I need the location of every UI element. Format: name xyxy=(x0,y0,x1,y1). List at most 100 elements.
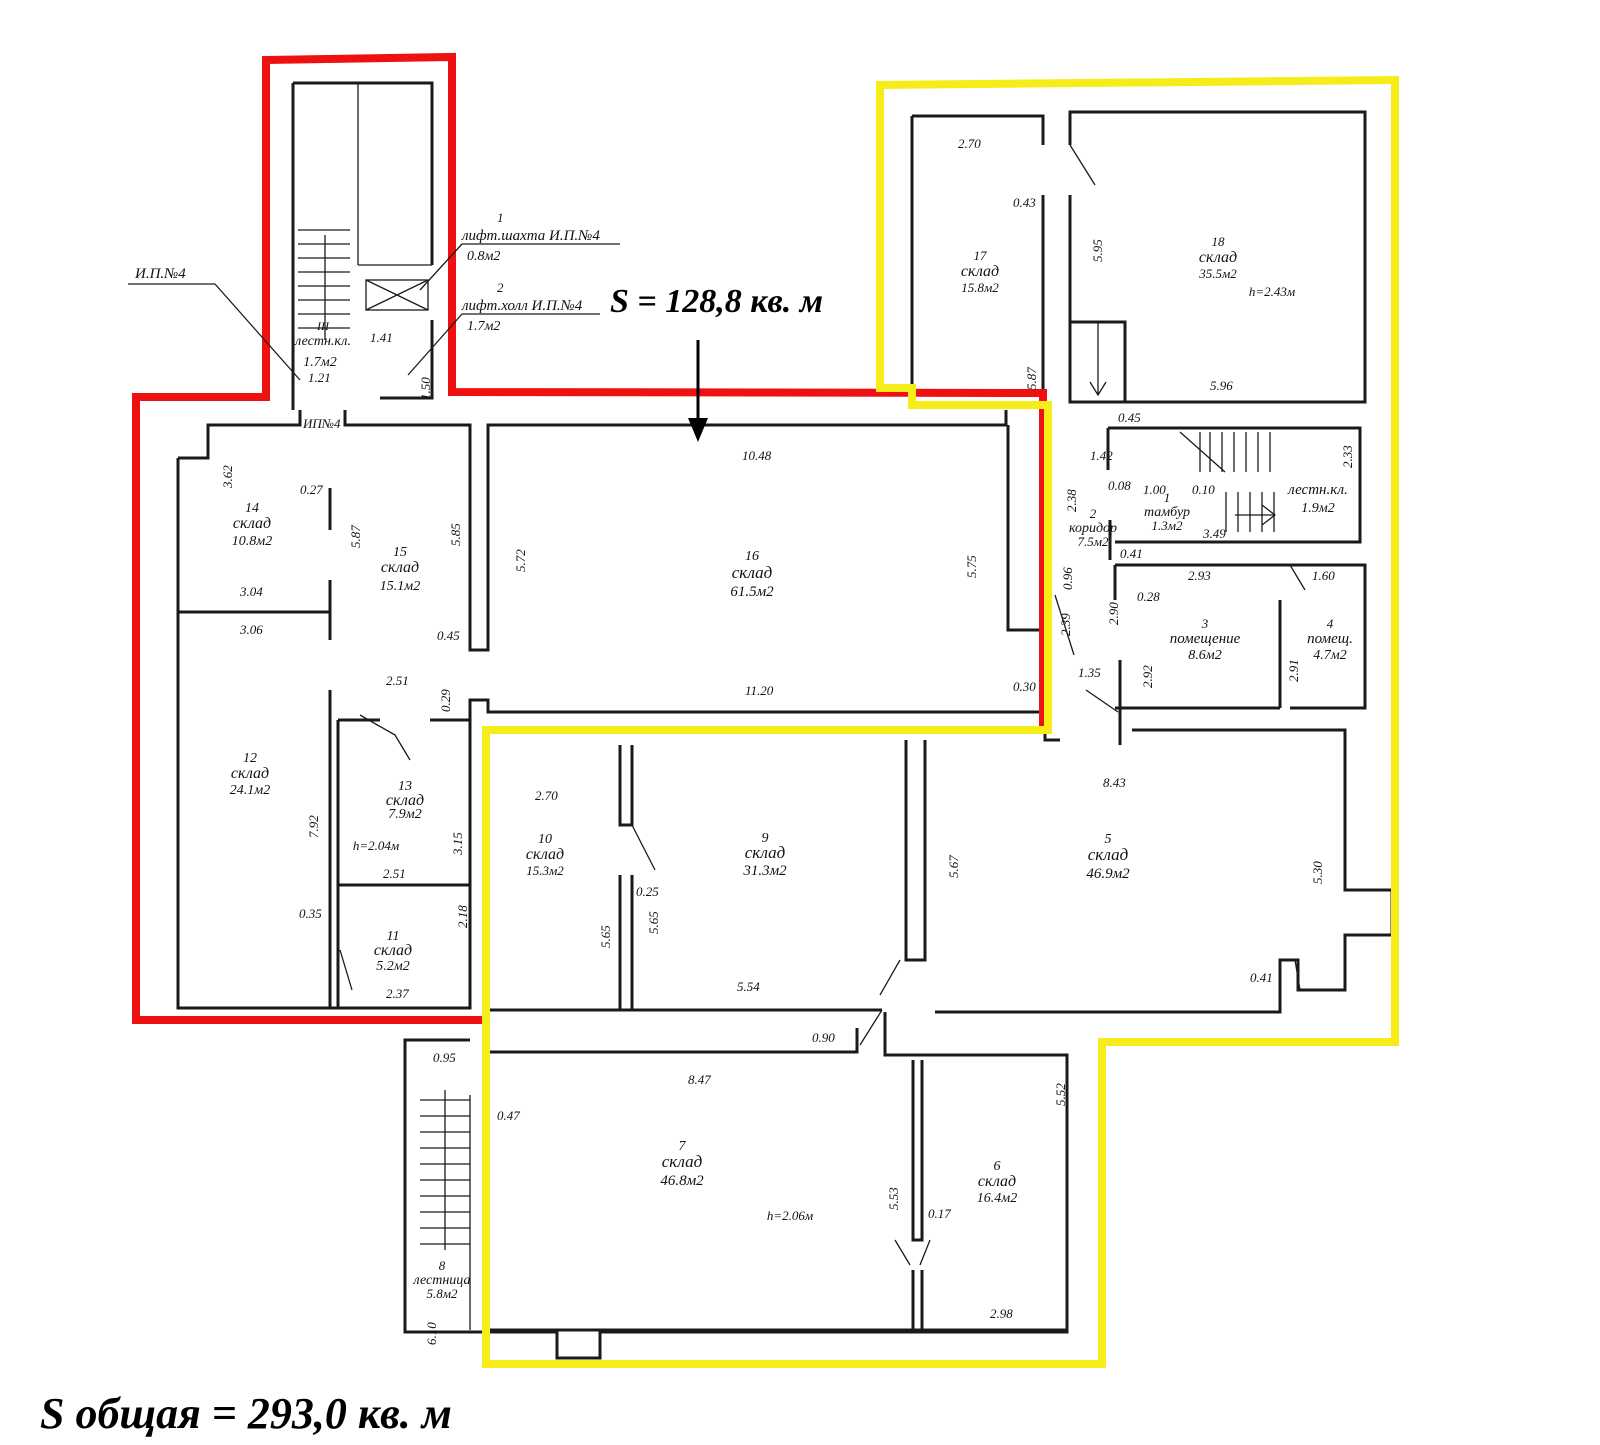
svg-text:4: 4 xyxy=(1327,616,1334,631)
svg-text:склад: склад xyxy=(732,563,773,582)
svg-text:5.87: 5.87 xyxy=(1024,367,1039,390)
svg-text:5.85: 5.85 xyxy=(448,523,463,546)
svg-text:2.37: 2.37 xyxy=(386,986,409,1001)
svg-text:5.96: 5.96 xyxy=(1210,378,1233,393)
svg-text:46.8м2: 46.8м2 xyxy=(660,1173,704,1189)
svg-text:2.98: 2.98 xyxy=(990,1306,1013,1321)
pointer-arrow xyxy=(688,340,708,442)
svg-text:5.67: 5.67 xyxy=(946,855,961,878)
room-14: 14 склад 10.8м2 xyxy=(232,501,272,549)
svg-text:6.10: 6.10 xyxy=(424,1322,439,1345)
svg-text:коридор: коридор xyxy=(1069,521,1117,536)
svg-text:5.30: 5.30 xyxy=(1310,861,1325,884)
svg-text:склад: склад xyxy=(526,846,564,863)
stair-left: III лестн.кл. 1.7м2 xyxy=(294,319,351,370)
svg-text:0.45: 0.45 xyxy=(437,628,460,643)
svg-text:3: 3 xyxy=(1201,616,1209,631)
svg-text:3.04: 3.04 xyxy=(239,584,263,599)
lift-shaft-number: 1 xyxy=(497,210,504,225)
svg-text:15.3м2: 15.3м2 xyxy=(526,863,564,878)
svg-text:7.5м2: 7.5м2 xyxy=(1077,534,1109,549)
svg-text:склад: склад xyxy=(745,843,786,862)
svg-text:5: 5 xyxy=(1105,832,1112,847)
svg-text:16: 16 xyxy=(745,549,759,564)
svg-text:10: 10 xyxy=(538,832,552,847)
svg-text:0.90: 0.90 xyxy=(812,1030,835,1045)
svg-text:5.65: 5.65 xyxy=(646,911,661,934)
svg-text:2.38: 2.38 xyxy=(1064,489,1079,512)
svg-text:0.43: 0.43 xyxy=(1013,195,1036,210)
svg-text:2.33: 2.33 xyxy=(1340,445,1355,468)
svg-text:III: III xyxy=(316,319,330,333)
svg-text:3.15: 3.15 xyxy=(450,832,465,856)
svg-text:6: 6 xyxy=(994,1159,1001,1174)
room-13: 13 склад 7.9м2 h=2.04м xyxy=(353,779,424,853)
svg-text:1.42: 1.42 xyxy=(1090,448,1113,463)
svg-text:10.8м2: 10.8м2 xyxy=(232,534,272,549)
svg-text:61.5м2: 61.5м2 xyxy=(730,584,774,600)
svg-text:5.53: 5.53 xyxy=(886,1187,901,1210)
svg-text:2.51: 2.51 xyxy=(383,866,406,881)
svg-text:2.18: 2.18 xyxy=(455,905,470,928)
room-10: 10 склад 15.3м2 xyxy=(526,832,564,878)
svg-text:0.41: 0.41 xyxy=(1120,546,1143,561)
room-11: 11 склад 5.2м2 xyxy=(374,929,412,974)
svg-text:7: 7 xyxy=(679,1139,687,1154)
svg-text:1.3м2: 1.3м2 xyxy=(1151,518,1183,533)
lift-shaft-label: лифт.шахта И.П.№4 xyxy=(461,228,600,244)
svg-text:2.70: 2.70 xyxy=(958,136,981,151)
svg-text:лестн.кл.: лестн.кл. xyxy=(1287,482,1348,498)
svg-text:9: 9 xyxy=(762,831,769,846)
svg-text:2: 2 xyxy=(1090,506,1097,521)
svg-text:склад: склад xyxy=(381,559,419,576)
svg-text:0.29: 0.29 xyxy=(438,689,453,712)
svg-text:1: 1 xyxy=(1164,490,1171,505)
svg-text:0.17: 0.17 xyxy=(928,1206,951,1221)
stair-right: лестн.кл. 1.9м2 xyxy=(1287,482,1348,516)
building-walls xyxy=(176,81,1394,1360)
svg-text:46.9м2: 46.9м2 xyxy=(1086,866,1130,882)
svg-text:0.08: 0.08 xyxy=(1108,478,1131,493)
svg-text:15.8м2: 15.8м2 xyxy=(961,280,999,295)
svg-text:1.9м2: 1.9м2 xyxy=(1301,501,1334,516)
svg-text:1.50: 1.50 xyxy=(418,377,433,400)
svg-text:7.9м2: 7.9м2 xyxy=(388,807,421,822)
svg-text:8: 8 xyxy=(439,1258,446,1273)
dimension-labels: 2.70 0.43 5.95 5.87 5.96 0.45 1.42 2.33 … xyxy=(220,136,1355,1345)
svg-text:0.41: 0.41 xyxy=(1250,970,1273,985)
svg-text:31.3м2: 31.3м2 xyxy=(742,863,787,879)
svg-text:0.28: 0.28 xyxy=(1137,589,1160,604)
svg-text:1.00: 1.00 xyxy=(1143,482,1166,497)
svg-text:14: 14 xyxy=(245,501,259,516)
svg-text:7.92: 7.92 xyxy=(306,815,321,838)
svg-text:склад: склад xyxy=(1088,845,1129,864)
svg-text:1.7м2: 1.7м2 xyxy=(303,355,336,370)
svg-text:10.48: 10.48 xyxy=(742,448,772,463)
svg-text:лестн.кл.: лестн.кл. xyxy=(294,334,351,349)
svg-text:0.30: 0.30 xyxy=(1013,679,1036,694)
lift-shaft-area: 0.8м2 xyxy=(467,249,500,264)
svg-text:склад: склад xyxy=(386,792,424,809)
svg-text:2.39: 2.39 xyxy=(1058,613,1073,636)
svg-text:4.7м2: 4.7м2 xyxy=(1313,648,1346,663)
svg-text:5.95: 5.95 xyxy=(1090,239,1105,262)
room-17: 17 склад 15.8м2 xyxy=(961,248,999,295)
svg-text:h=2.43м: h=2.43м xyxy=(1249,284,1295,299)
svg-text:35.5м2: 35.5м2 xyxy=(1198,266,1237,281)
svg-text:13: 13 xyxy=(398,779,412,794)
svg-text:1.21: 1.21 xyxy=(308,370,331,385)
room-9: 9 склад 31.3м2 xyxy=(742,831,787,879)
svg-text:24.1м2: 24.1м2 xyxy=(230,783,270,798)
svg-text:h=2.04м: h=2.04м xyxy=(353,838,399,853)
room-18: 18 склад 35.5м2 h=2.43м xyxy=(1198,234,1295,299)
svg-text:1.41: 1.41 xyxy=(370,330,393,345)
room-5: 5 склад 46.9м2 xyxy=(1086,832,1130,882)
room-8: 8 лестница 5.8м2 xyxy=(413,1258,471,1301)
svg-text:0.96: 0.96 xyxy=(1060,567,1075,590)
room-labels: 16 склад 61.5м2 14 склад 10.8м2 1 5 склад… xyxy=(230,234,1353,1301)
room-16: 16 склад 61.5м2 xyxy=(730,549,774,600)
total-area-label: S общая = 293,0 кв. м xyxy=(40,1389,452,1438)
svg-text:15.1м2: 15.1м2 xyxy=(380,579,420,594)
svg-text:11: 11 xyxy=(387,929,400,944)
svg-text:склад: склад xyxy=(1199,249,1237,266)
